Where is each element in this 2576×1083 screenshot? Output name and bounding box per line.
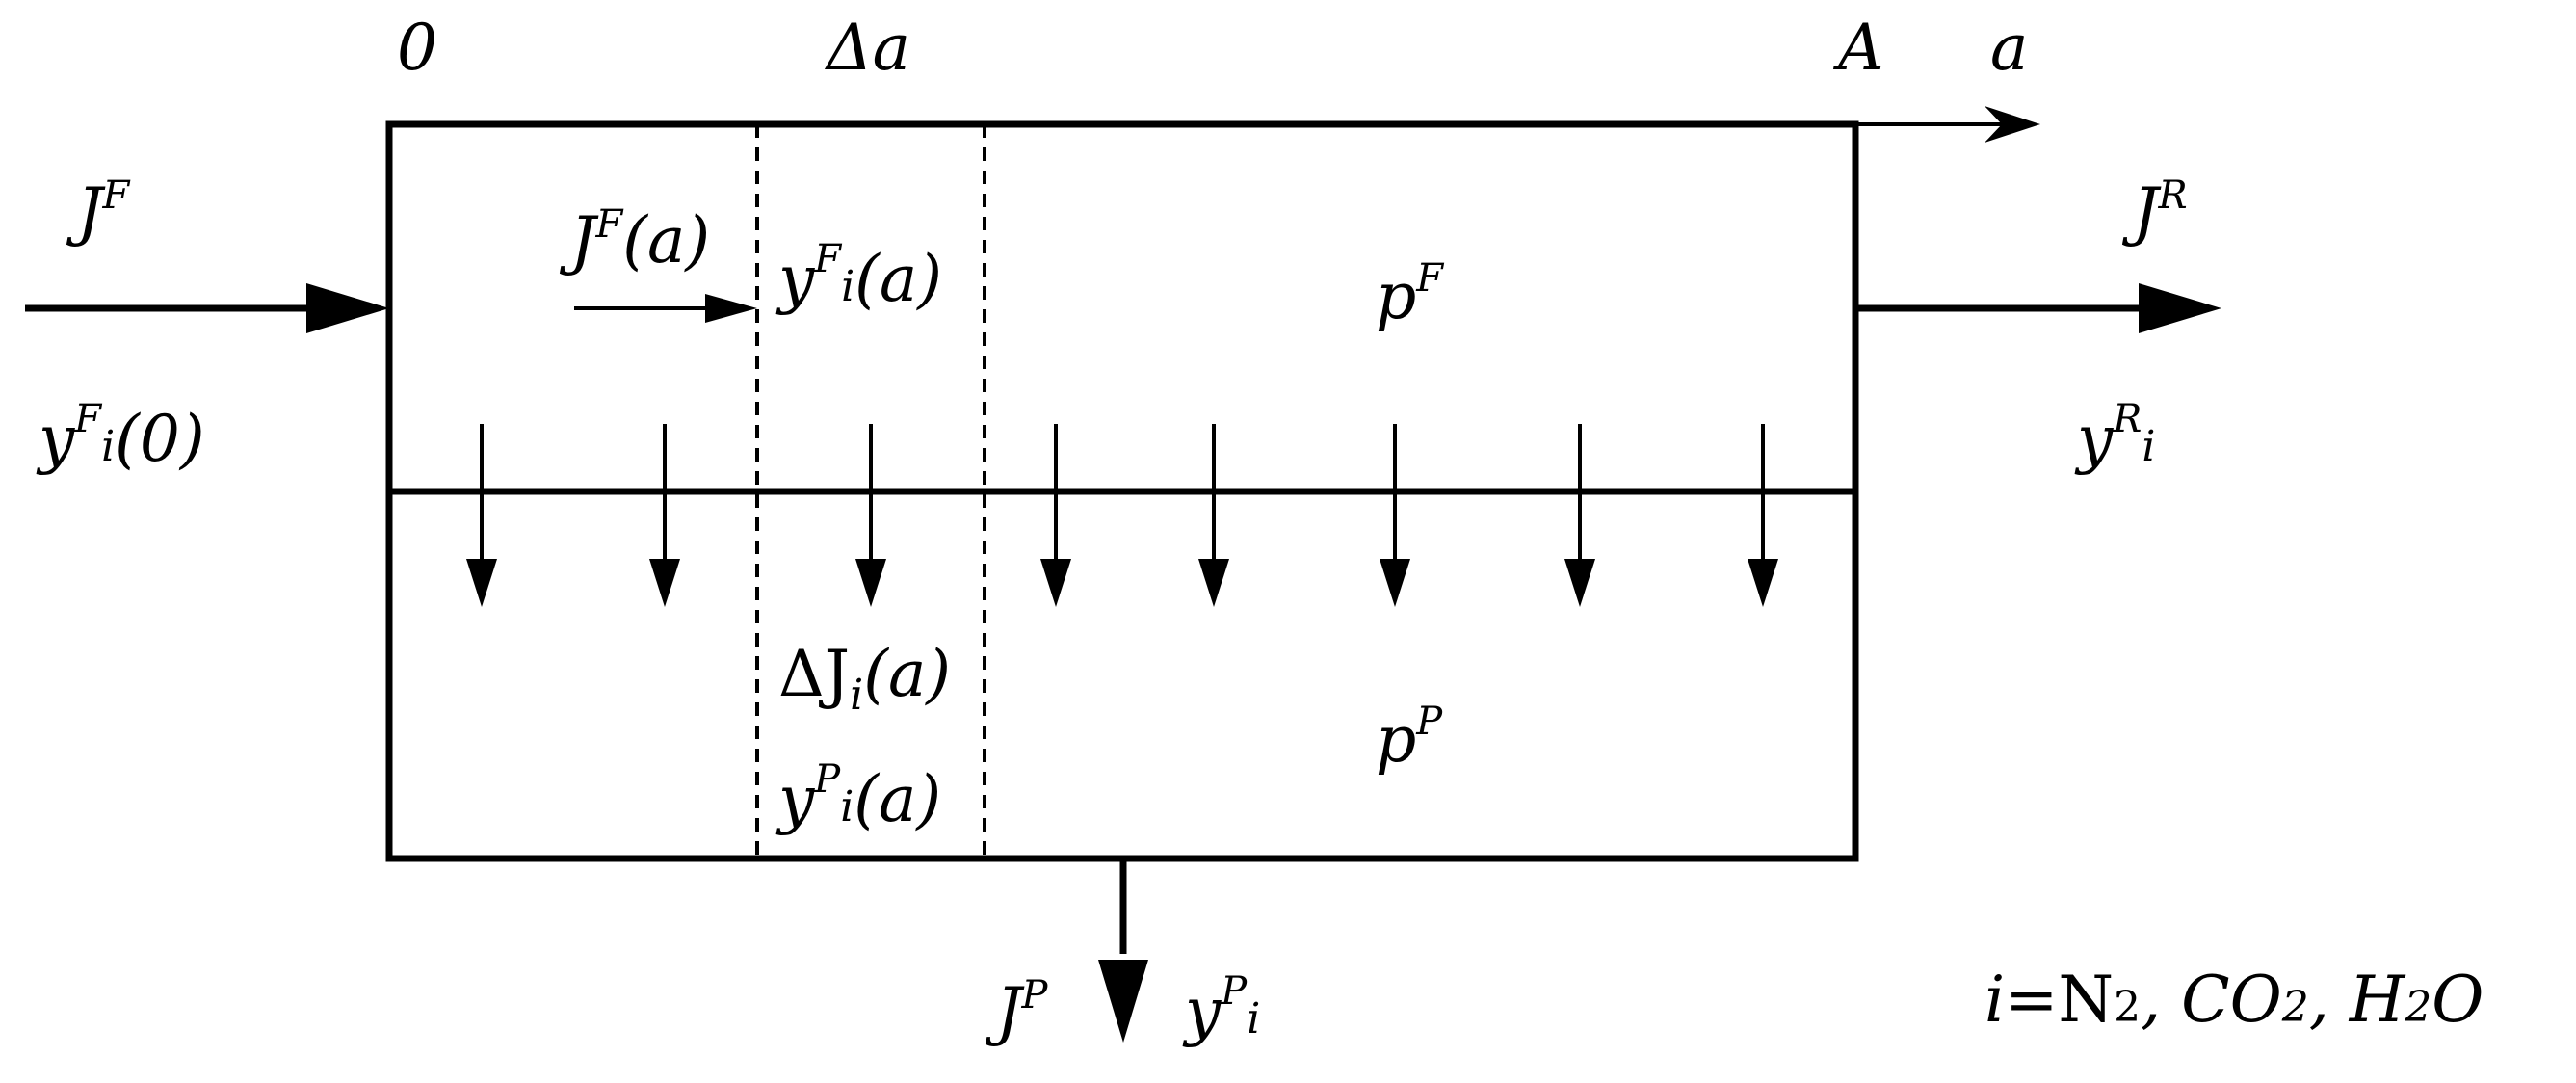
axis-start-label: 0 [397, 11, 437, 85]
permeation-arrow [466, 424, 497, 607]
local-feed-flow-label: JF(a) [559, 202, 710, 277]
permeation-arrow [1748, 424, 1778, 607]
permeation-arrow [649, 424, 680, 607]
permeate-outlet-arrow [1098, 858, 1148, 1043]
permeation-arrow [1040, 424, 1071, 607]
axis-variable-label: a [1990, 11, 2028, 85]
permeation-arrow [855, 424, 886, 607]
permeation-arrow [1198, 424, 1229, 607]
permeate-pressure-label: pP [1376, 700, 1443, 777]
local-feed-flow-arrow [574, 294, 757, 323]
permeate-flow-label: JP [985, 973, 1048, 1048]
permeation-arrow [1380, 424, 1410, 607]
retentate-composition-label: yRi [2074, 397, 2156, 476]
components-definition-label: i=N2, CO2, H2O [1985, 963, 2484, 1037]
feed-pressure-label: pF [1376, 256, 1444, 333]
local-permeate-flux-label: ΔJi(a) [778, 637, 951, 720]
feed-flow-label: JF [66, 173, 130, 249]
module-length-label: A [1832, 11, 1884, 85]
local-feed-composition-label: yFi(a) [775, 237, 942, 316]
local-permeate-composition-label: yPi(a) [775, 757, 941, 836]
retentate-flow-label: JR [2121, 173, 2188, 249]
retentate-outlet-arrow [1855, 283, 2221, 333]
control-volume-width-label: Δa [824, 11, 910, 85]
axis-arrow [1855, 106, 2040, 143]
permeation-arrows [466, 424, 1778, 607]
feed-inlet-arrow [25, 283, 389, 333]
permeate-composition-label: yPi [1182, 969, 1260, 1048]
feed-composition-label: yFi(0) [36, 397, 205, 476]
permeation-arrow [1564, 424, 1595, 607]
